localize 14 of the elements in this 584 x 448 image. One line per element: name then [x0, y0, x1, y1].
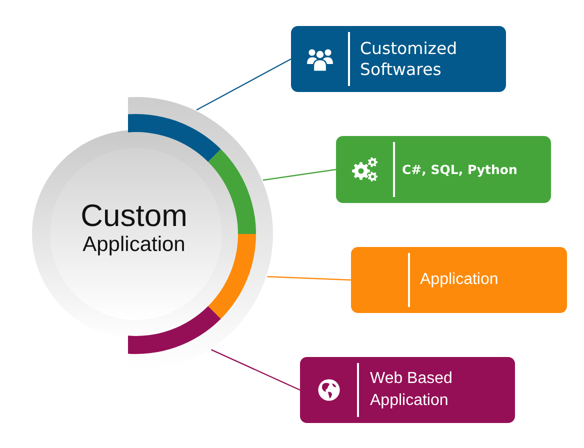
category-card — [291, 26, 506, 92]
card-label: Customized Softwares — [360, 38, 458, 80]
connector-line — [196, 58, 292, 111]
card-label: Application — [420, 270, 498, 290]
hub-title: Custom — [80, 199, 188, 233]
category-card — [300, 357, 515, 423]
category-card — [351, 247, 567, 313]
hub-subtitle: Application — [82, 233, 186, 257]
connector-line — [210, 349, 300, 391]
connector-line — [267, 276, 352, 281]
connector-line — [262, 168, 336, 181]
card-label: C#, SQL, Python — [402, 160, 518, 178]
category-card — [336, 136, 551, 203]
card-label: Web Based Application — [370, 369, 454, 411]
